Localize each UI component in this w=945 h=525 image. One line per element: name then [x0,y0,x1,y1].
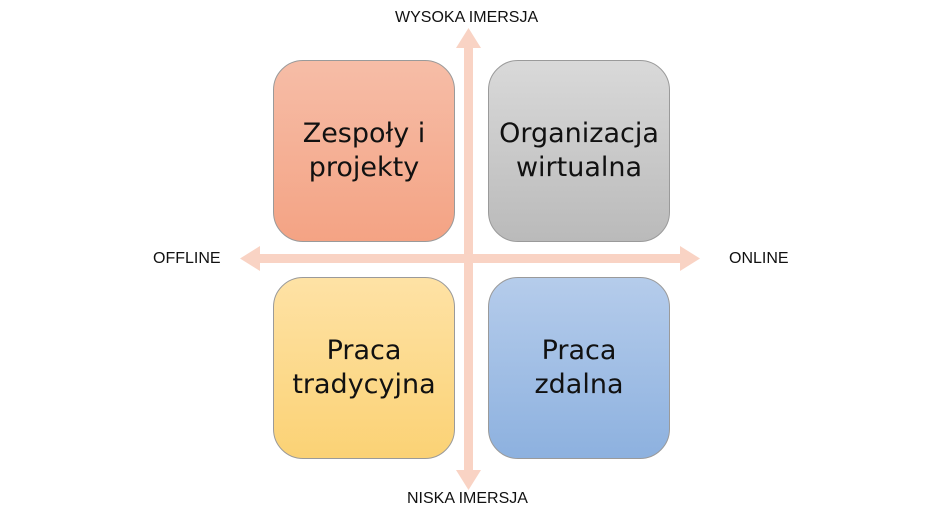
axis-label-bottom: NISKA IMERSJA [407,490,528,507]
quadrant-label: Zespoły i projekty [302,118,426,183]
quadrant-label: Praca zdalna [534,335,624,400]
quadrant-label: Organizacja wirtualna [499,118,659,183]
quadrant-remote-work: Praca zdalna [488,277,670,459]
axis-label-right: ONLINE [729,250,789,267]
left-arrow-head [240,246,260,271]
up-arrow-head [456,28,481,48]
quadrant-label: Praca tradycyjna [292,335,436,400]
axis-label-left: OFFLINE [153,250,221,267]
horizontal-axis-shaft [256,254,684,263]
right-arrow-head [680,246,700,271]
quadrant-virtual-organization: Organizacja wirtualna [488,60,670,242]
quadrant-teams-projects: Zespoły i projekty [273,60,455,242]
quadrant-traditional-work: Praca tradycyjna [273,277,455,459]
axis-label-top: WYSOKA IMERSJA [395,9,539,26]
down-arrow-head [456,470,481,490]
